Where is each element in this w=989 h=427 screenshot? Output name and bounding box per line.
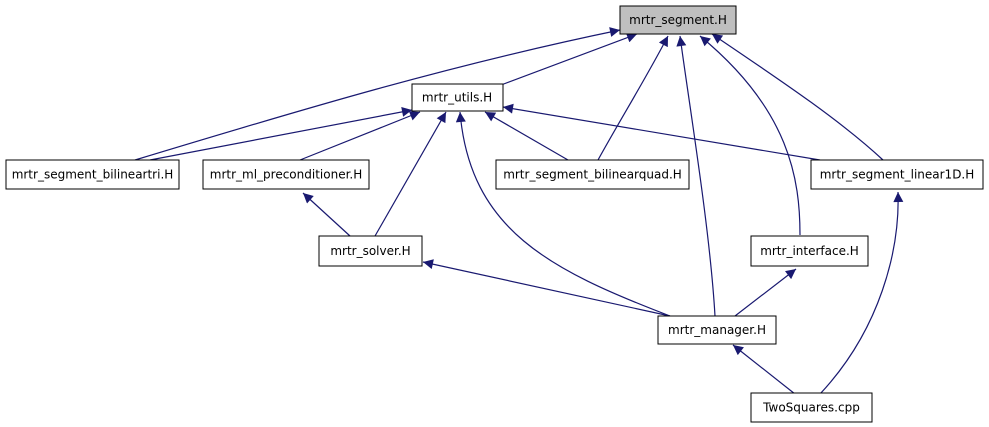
node-label: mrtr_solver.H [330, 244, 410, 258]
edge-twosquares-to-manager [732, 344, 796, 395]
edge-utils-to-segment [500, 32, 638, 86]
node-label: mrtr_ml_preconditioner.H [210, 168, 363, 182]
edge-linear1d-to-utils [502, 103, 821, 161]
node-mrtr-ml-preconditioner[interactable]: mrtr_ml_preconditioner.H [202, 159, 370, 190]
edge-twosquares-to-linear1d [819, 191, 904, 395]
node-mrtr-interface[interactable]: mrtr_interface.H [750, 235, 869, 267]
node-mrtr-solver[interactable]: mrtr_solver.H [318, 235, 423, 267]
edge-linear1d-to-segment [711, 33, 884, 161]
edge-interface-to-segment [699, 35, 801, 236]
edges [134, 27, 904, 395]
edge-manager-to-solver [422, 259, 671, 317]
node-label: mrtr_interface.H [760, 244, 859, 258]
node-mrtr-utils[interactable]: mrtr_utils.H [411, 83, 504, 112]
node-label: mrtr_manager.H [668, 323, 766, 337]
node-label: TwoSquares.cpp [762, 401, 860, 415]
node-label: mrtr_segment_bilinearquad.H [503, 168, 682, 182]
node-label: mrtr_utils.H [422, 91, 492, 105]
nodes: mrtr_segment.H mrtr_utils.H mrtr_segment… [5, 5, 984, 423]
edge-solver-to-ml-preconditioner [302, 192, 351, 237]
edge-bilinearquad-to-utils [484, 111, 569, 161]
edge-ml-preconditioner-to-utils [299, 111, 421, 161]
edge-bilineartri-to-utils [149, 106, 413, 161]
edge-manager-to-segment [676, 35, 716, 317]
node-mrtr-segment-linear1d[interactable]: mrtr_segment_linear1D.H [810, 159, 984, 190]
node-label: mrtr_segment.H [629, 13, 727, 27]
node-mrtr-segment-bilineartri[interactable]: mrtr_segment_bilineartri.H [5, 159, 180, 190]
node-label: mrtr_segment_bilineartri.H [12, 168, 174, 182]
edge-manager-to-interface [734, 268, 797, 317]
node-mrtr-segment-bilinearquad[interactable]: mrtr_segment_bilinearquad.H [495, 159, 690, 190]
edge-manager-to-utils [455, 111, 671, 317]
node-twosquares-cpp[interactable]: TwoSquares.cpp [750, 392, 873, 423]
edge-bilinearquad-to-segment [597, 35, 669, 161]
edge-bilineartri-to-segment [134, 27, 621, 161]
edge-solver-to-utils [374, 111, 447, 237]
node-mrtr-segment[interactable]: mrtr_segment.H [619, 5, 737, 35]
node-mrtr-manager[interactable]: mrtr_manager.H [657, 315, 777, 345]
node-label: mrtr_segment_linear1D.H [820, 168, 975, 182]
